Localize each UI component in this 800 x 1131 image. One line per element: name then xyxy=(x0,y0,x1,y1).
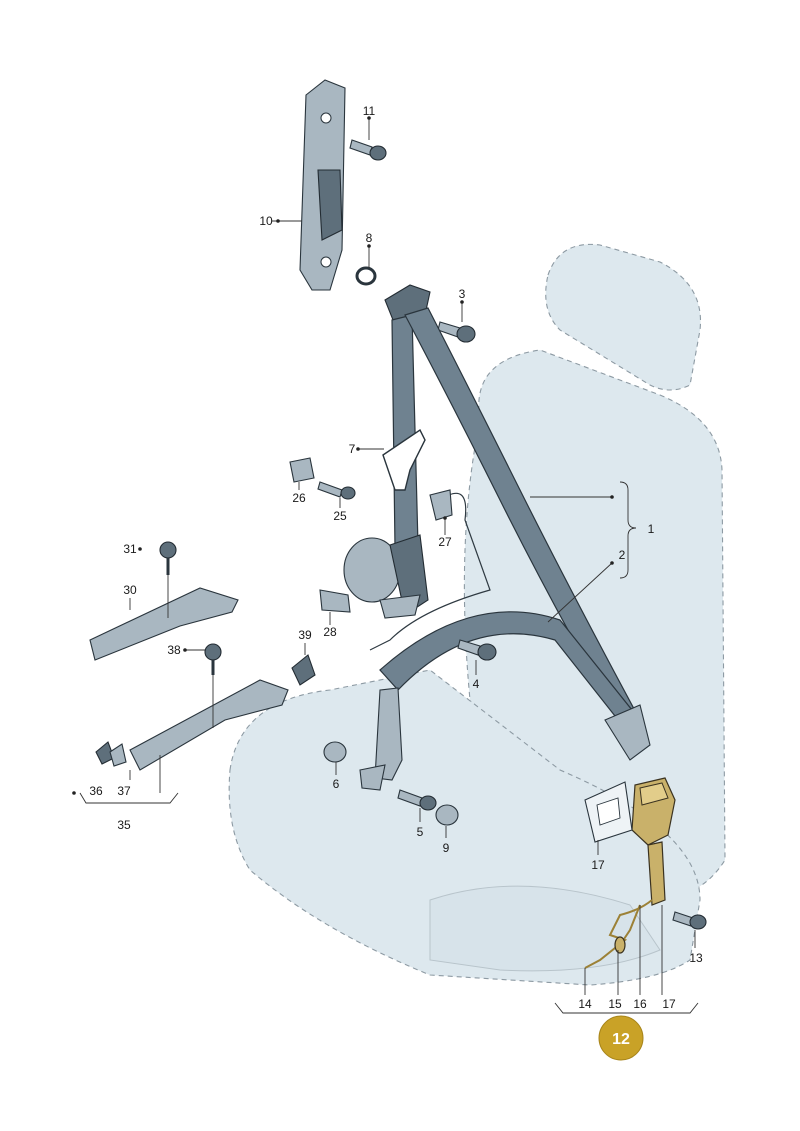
height-adjuster-rail xyxy=(299,79,346,291)
callout-15: 15 xyxy=(608,997,622,1011)
washer-8 xyxy=(355,266,377,286)
callout-25: 25 xyxy=(333,509,347,523)
callout-37: 37 xyxy=(117,784,131,798)
callout-39: 39 xyxy=(298,628,312,642)
callout-2: 2 xyxy=(619,548,626,562)
bolt-4 xyxy=(457,639,497,661)
callout-16: 16 xyxy=(633,997,647,1011)
callout-35: 35 xyxy=(117,818,131,832)
callout-6: 6 xyxy=(333,777,340,791)
callout-9: 9 xyxy=(443,841,450,855)
callout-labels: 11 10 8 3 7 26 25 27 1 2 31 30 28 39 38 … xyxy=(89,104,703,1011)
callout-5: 5 xyxy=(417,825,424,839)
lower-anchor-strap xyxy=(359,687,403,791)
belt-guide-clip-7 xyxy=(382,428,426,491)
bolt-13 xyxy=(672,911,707,930)
callout-17-buckle: 17 xyxy=(662,997,676,1011)
highlight-badge-12: 12 xyxy=(598,1015,644,1061)
callout-30: 30 xyxy=(123,583,137,597)
spacer-sleeve-6 xyxy=(323,741,347,763)
buckle-plate-17 xyxy=(584,781,633,843)
seat-outline xyxy=(228,243,726,986)
callout-26: 26 xyxy=(292,491,306,505)
badge-12-label: 12 xyxy=(612,1031,630,1048)
bolt-11 xyxy=(349,139,387,161)
bolt-3 xyxy=(437,321,476,343)
connector-26 xyxy=(289,457,315,483)
callout-28: 28 xyxy=(323,625,337,639)
callout-36: 36 xyxy=(89,784,103,798)
callout-8: 8 xyxy=(366,231,373,245)
callout-27: 27 xyxy=(438,535,452,549)
callout-17-plate: 17 xyxy=(591,858,605,872)
guide-rail-30 xyxy=(89,587,239,661)
screw-38 xyxy=(204,643,222,675)
clips-36-37 xyxy=(95,741,127,767)
callout-11: 11 xyxy=(363,104,376,118)
belt-retractor xyxy=(343,534,429,619)
leader-lines xyxy=(72,116,699,1014)
callout-13: 13 xyxy=(689,951,703,965)
bolt-5 xyxy=(397,789,437,811)
callout-1: 1 xyxy=(648,522,655,536)
callout-4: 4 xyxy=(473,677,480,691)
clip-39 xyxy=(291,654,316,686)
bracket-35 xyxy=(129,679,289,771)
screw-25 xyxy=(317,481,356,500)
callout-31: 31 xyxy=(123,542,137,556)
callout-3: 3 xyxy=(459,287,466,301)
belt-buckle-assembly-12 xyxy=(584,777,676,969)
callout-38: 38 xyxy=(167,643,181,657)
callout-14: 14 xyxy=(578,997,592,1011)
wiring-harness xyxy=(319,489,491,651)
callout-7: 7 xyxy=(349,442,356,456)
screw-31 xyxy=(159,541,177,575)
callout-10: 10 xyxy=(259,214,273,228)
cover-cap-9 xyxy=(435,804,459,826)
